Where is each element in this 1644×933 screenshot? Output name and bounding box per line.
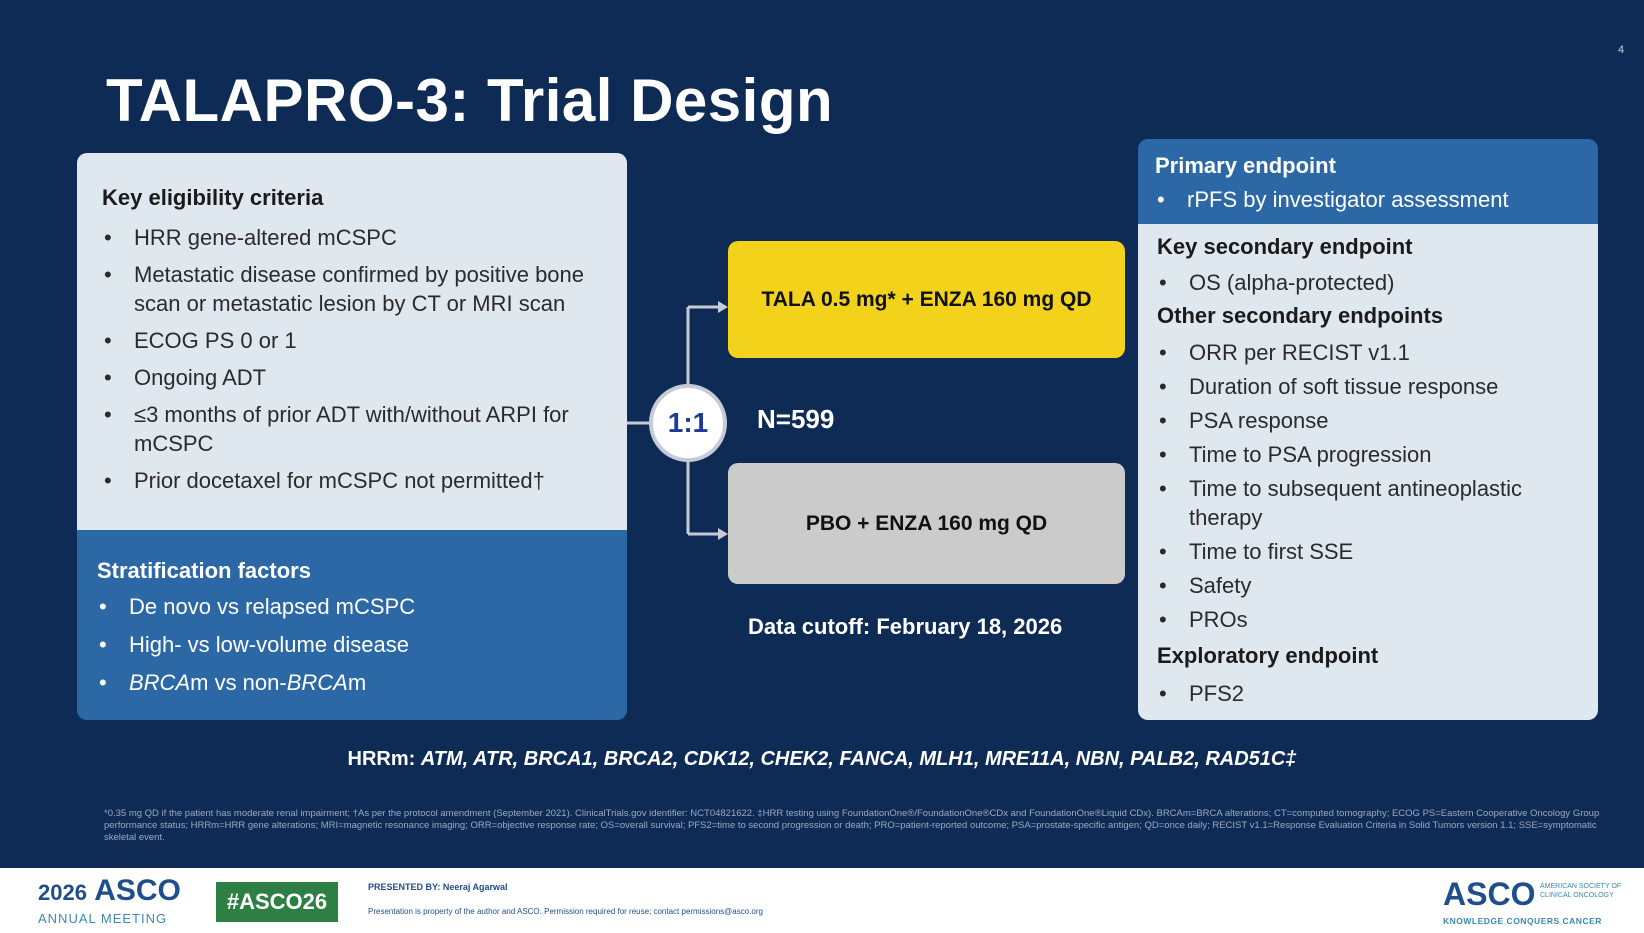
slide-title: TALAPRO-3: Trial Design	[106, 67, 834, 134]
endpoints-panel: Key secondary endpoint OS (alpha-protect…	[1138, 224, 1598, 720]
other-secondary-heading: Other secondary endpoints	[1157, 303, 1444, 328]
hrrm-genes: ATM, ATR, BRCA1, BRCA2, CDK12, CHEK2, FA…	[420, 748, 1297, 770]
brca-text: m	[347, 670, 367, 695]
slide: 4 TALAPRO-3: Trial Design Key eligibilit…	[0, 0, 1644, 868]
other-secondary-item: PROs	[1157, 605, 1587, 634]
footer-bar: 2026 ASCO ANNUAL MEETING #ASCO26 PRESENT…	[0, 868, 1644, 933]
eligibility-list: HRR gene-altered mCSPC Metastatic diseas…	[102, 223, 612, 503]
treatment-arm-pbo: PBO + ENZA 160 mg QD	[728, 463, 1125, 584]
data-cutoff: Data cutoff: February 18, 2026	[748, 614, 1063, 639]
other-secondary-item: Duration of soft tissue response	[1157, 372, 1587, 401]
presenter: PRESENTED BY: Neeraj Agarwal	[368, 882, 508, 892]
hashtag-badge: #ASCO26	[216, 882, 338, 922]
meeting-year: 2026	[38, 880, 87, 905]
eligibility-item: HRR gene-altered mCSPC	[102, 223, 612, 252]
arrow-head-pbo	[718, 528, 728, 540]
society-name: AMERICAN SOCIETY OF CLINICAL ONCOLOGY	[1540, 883, 1622, 899]
key-secondary-item: OS (alpha-protected)	[1157, 268, 1587, 297]
other-secondary-item: Time to subsequent antineoplastic therap…	[1157, 474, 1587, 532]
meeting-logo: 2026 ASCO	[38, 874, 181, 908]
primary-endpoint-heading: Primary endpoint	[1155, 153, 1336, 178]
brca-text: BRCA	[286, 670, 348, 695]
other-secondary-item: Safety	[1157, 571, 1587, 600]
hrrm-label: HRRm:	[347, 748, 421, 770]
asco-tagline: KNOWLEDGE CONQUERS CANCER	[1443, 916, 1602, 926]
meeting-asco: ASCO	[94, 874, 181, 907]
brca-text: BRCA	[129, 670, 191, 695]
primary-endpoint-panel: Primary endpoint rPFS by investigator as…	[1138, 139, 1598, 224]
eligibility-item: ≤3 months of prior ADT with/without ARPI…	[102, 400, 612, 458]
other-secondary-item: Time to first SSE	[1157, 537, 1587, 566]
treatment-arm-tala: TALA 0.5 mg* + ENZA 160 mg QD	[728, 241, 1125, 358]
asco-logo: ASCO	[1443, 876, 1536, 912]
stratification-item: High- vs low-volume disease	[97, 630, 607, 659]
sample-size: N=599	[757, 404, 835, 434]
property-notice: Presentation is property of the author a…	[368, 907, 763, 916]
primary-endpoint-item: rPFS by investigator assessment	[1155, 185, 1509, 214]
primary-endpoint-list: rPFS by investigator assessment	[1155, 185, 1509, 214]
exploratory-heading: Exploratory endpoint	[1157, 643, 1379, 668]
key-secondary-list: OS (alpha-protected)	[1157, 268, 1587, 302]
randomization-ratio: 1:1	[649, 384, 727, 462]
randomization-connector	[627, 301, 728, 540]
eligibility-panel: Key eligibility criteria HRR gene-altere…	[77, 153, 627, 531]
eligibility-item: Prior docetaxel for mCSPC not permitted†	[102, 466, 612, 495]
meeting-name: ANNUAL MEETING	[38, 911, 168, 926]
arrow-head-tala	[718, 301, 728, 313]
other-secondary-item: PSA response	[1157, 406, 1587, 435]
exploratory-item: PFS2	[1157, 679, 1587, 708]
stratification-item: De novo vs relapsed mCSPC	[97, 592, 607, 621]
other-secondary-item: ORR per RECIST v1.1	[1157, 338, 1587, 367]
brca-text: m vs non-	[190, 670, 287, 695]
exploratory-list: PFS2	[1157, 679, 1587, 713]
footnote: *0.35 mg QD if the patient has moderate …	[104, 808, 1600, 843]
stratification-panel: Stratification factors De novo vs relaps…	[77, 530, 627, 720]
hrrm-gene-list: HRRm: ATM, ATR, BRCA1, BRCA2, CDK12, CHE…	[0, 748, 1644, 771]
other-secondary-item: Time to PSA progression	[1157, 440, 1587, 469]
slide-number: 4	[1618, 44, 1625, 56]
eligibility-item: Ongoing ADT	[102, 363, 612, 392]
eligibility-heading: Key eligibility criteria	[102, 185, 324, 210]
stratification-list: De novo vs relapsed mCSPC High- vs low-v…	[97, 592, 607, 706]
key-secondary-heading: Key secondary endpoint	[1157, 234, 1413, 259]
stratification-heading: Stratification factors	[97, 558, 311, 583]
stratification-item-brca: BRCAm vs non-BRCAm	[97, 668, 607, 697]
other-secondary-list: ORR per RECIST v1.1 Duration of soft tis…	[1157, 338, 1587, 639]
eligibility-item: Metastatic disease confirmed by positive…	[102, 260, 612, 318]
eligibility-item: ECOG PS 0 or 1	[102, 326, 612, 355]
